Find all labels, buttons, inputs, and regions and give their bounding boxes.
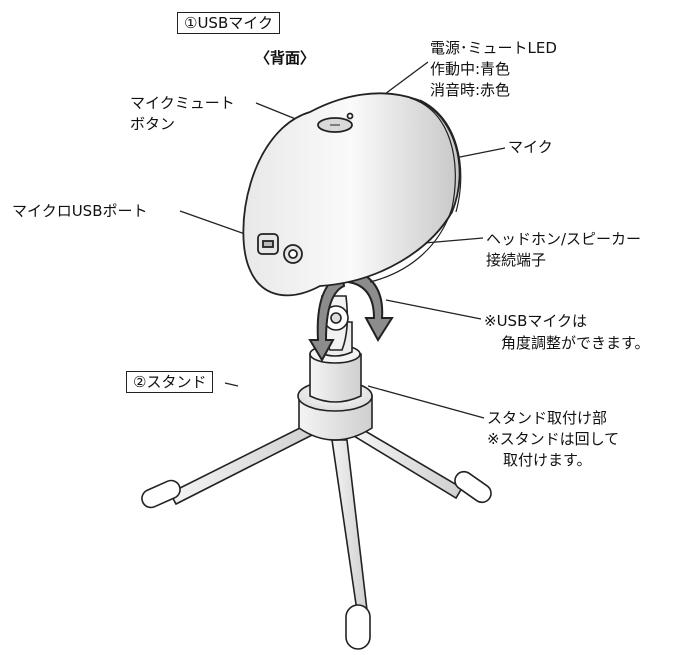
stand-mount-callout-line3: 取付けます。 [503,451,592,469]
stand-mount-callout-line2: ※スタンドは回して [487,430,620,448]
microphone-body [242,92,462,297]
rotation-arrows-icon [308,266,394,363]
led-callout-title: 電源･ミュートLED [430,39,557,57]
back-view-label: 〈背面〉 [255,49,316,67]
headphone-callout-line1: ヘッドホン/スピーカー [486,230,642,248]
headphone-callout-line2: 接続端子 [486,251,547,269]
stand-leg-left [141,418,324,509]
led-indicator [346,112,354,120]
angle-note-line1: ※USBマイクは [484,312,588,330]
mute-button [317,117,353,133]
led-callout-muted: 消音時:赤色 [430,81,511,99]
stand-leg-front [331,439,371,650]
stand-leg-right [352,426,492,504]
micro-usb-port [257,233,279,255]
stand-mount-callout-line1: スタンド取付け部 [487,409,608,427]
mute-button-callout-line2: ボタン [130,115,176,133]
mute-button-callout-line1: マイクミュート [130,94,235,112]
micro-usb-callout: マイクロUSBポート [12,202,148,220]
mic-callout: マイク [508,138,553,156]
headphone-jack [283,244,303,264]
angle-note-line2: 角度調整ができます。 [501,334,650,352]
stand-section-title: ②スタンド [126,371,214,393]
usb-mic-section-title: ①USBマイク [177,12,280,34]
led-callout-active: 作動中:青色 [430,60,511,78]
stand-legs [141,418,492,650]
